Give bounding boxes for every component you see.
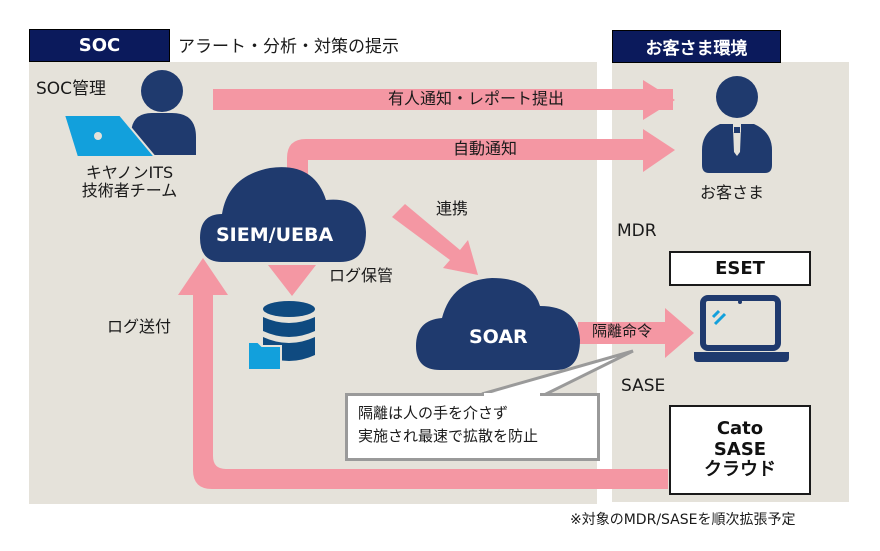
cato-line-2: SASE bbox=[713, 438, 767, 460]
siem-label: SIEM/UEBA bbox=[216, 224, 334, 246]
log-send-arrow bbox=[178, 258, 668, 489]
isolation-arrow bbox=[578, 308, 694, 358]
eset-box: ESET bbox=[669, 251, 811, 286]
soc-team-line-1: キヤノンITS bbox=[85, 163, 174, 182]
customer-label: お客さま bbox=[700, 183, 765, 202]
integration-arrow bbox=[392, 204, 478, 275]
callout-line-2: 実施され最速で拡散を防止 bbox=[358, 427, 539, 446]
log-send-label: ログ送付 bbox=[107, 317, 172, 336]
report-arrow bbox=[213, 80, 675, 120]
cato-sase-box: Cato SASE クラウド bbox=[669, 405, 811, 495]
cato-line-1: Cato bbox=[716, 417, 764, 439]
log-storage-label: ログ保管 bbox=[329, 266, 394, 285]
customer-person-icon bbox=[702, 76, 772, 173]
sase-label: SASE bbox=[621, 376, 666, 396]
database-icon bbox=[247, 301, 315, 371]
soar-cloud bbox=[416, 278, 580, 370]
customer-header: お客さま環境 bbox=[612, 30, 781, 63]
soar-label: SOAR bbox=[469, 326, 528, 348]
integration-label: 連携 bbox=[436, 199, 469, 218]
soc-operator-icon bbox=[62, 70, 196, 158]
cato-line-3: クラウド bbox=[704, 459, 776, 481]
soc-header-label: SOC bbox=[78, 35, 121, 56]
callout-line-1: 隔離は人の手を介さず bbox=[358, 404, 509, 422]
callout-box: 隔離は人の手を介さず 実施され最速で拡散を防止 bbox=[345, 393, 600, 461]
soc-team-label: キヤノンITS 技術者チーム bbox=[62, 163, 197, 201]
auto-notify-arrow-label: 自動通知 bbox=[453, 139, 518, 158]
soc-header: SOC bbox=[29, 29, 170, 62]
isolation-arrow-label: 隔離命令 bbox=[592, 322, 653, 340]
eset-label: ESET bbox=[715, 258, 765, 279]
auto-notify-arrow bbox=[287, 129, 675, 190]
soc-team-line-2: 技術者チーム bbox=[81, 181, 178, 201]
report-arrow-label: 有人通知・レポート提出 bbox=[388, 89, 565, 108]
customer-header-label: お客さま環境 bbox=[645, 39, 748, 59]
footnote: ※対象のMDR/SASEを順次拡張予定 bbox=[570, 512, 796, 528]
siem-cloud bbox=[200, 167, 366, 262]
log-storage-arrow bbox=[268, 265, 316, 296]
endpoint-laptop-icon bbox=[694, 295, 789, 362]
soc-subtitle: アラート・分析・対策の提示 bbox=[178, 37, 399, 57]
callout-pointer-join bbox=[484, 393, 540, 397]
soc-management-label: SOC管理 bbox=[36, 79, 107, 99]
mdr-label: MDR bbox=[617, 221, 657, 241]
